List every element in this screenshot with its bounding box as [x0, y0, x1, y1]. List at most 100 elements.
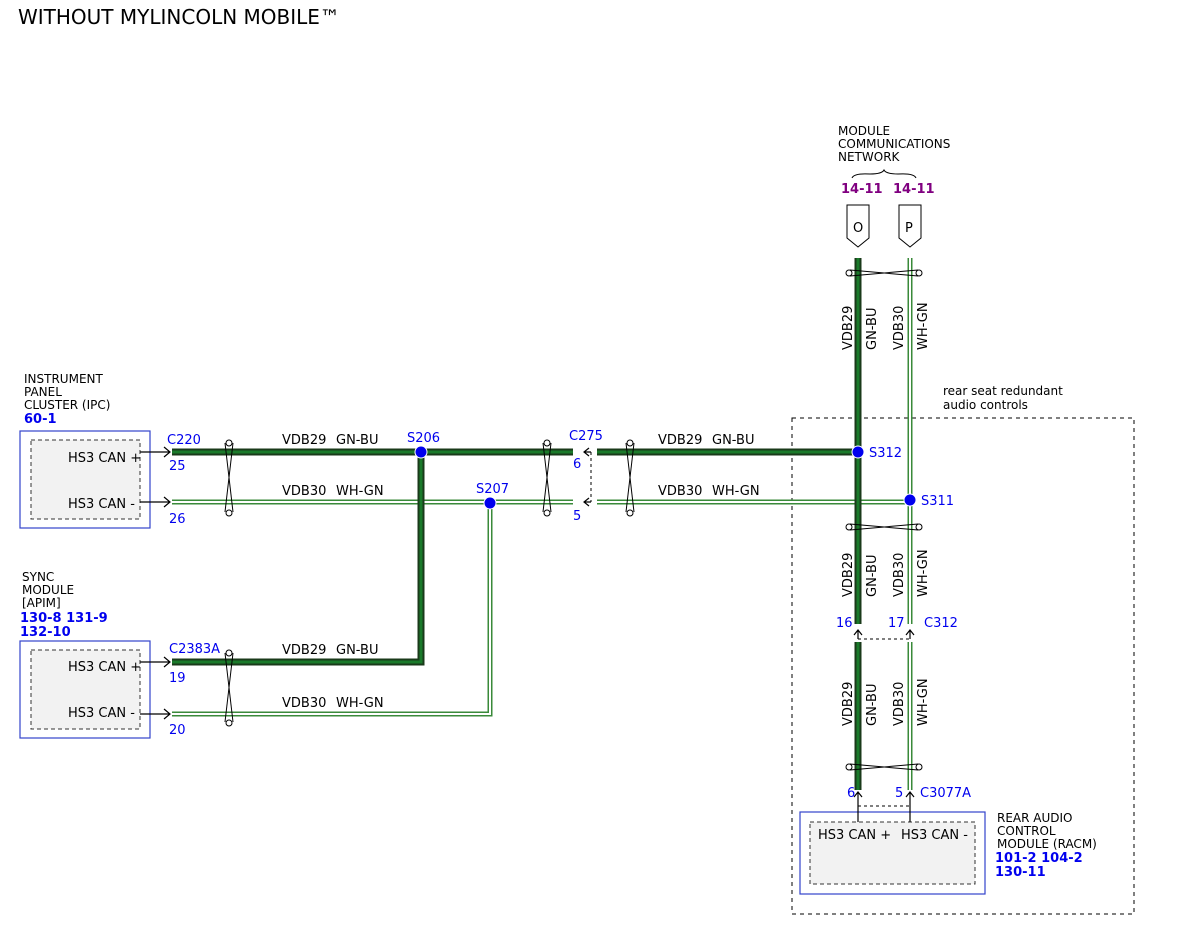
- wire-labels-horizontal: VDB29 GN-BU VDB30 WH-GN VDB29 GN-BU VDB3…: [282, 433, 760, 711]
- gn-bu-wires: [172, 258, 862, 790]
- sync-pin-minus: HS3 CAN -: [68, 706, 135, 721]
- sync-pin-num-minus: 20: [169, 723, 186, 738]
- ipc-pin-num-plus: 25: [169, 459, 186, 474]
- wire-label-circuit: VDB29: [282, 433, 326, 448]
- wire-label-circuit: VDB30: [892, 306, 907, 350]
- pin-arrow-icon: [140, 446, 171, 458]
- connector-c312[interactable]: 16 17 C312: [836, 616, 958, 640]
- twist-sync: [224, 649, 234, 727]
- network-label-2: COMMUNICATIONS: [838, 137, 950, 151]
- module-racm[interactable]: HS3 CAN + HS3 CAN - 6 5 C3077A REAR AUDI…: [799, 786, 1097, 895]
- pin-arrow-icon: [140, 708, 171, 720]
- wire-label-circuit: VDB29: [841, 306, 856, 350]
- ipc-inner-box: [30, 439, 141, 520]
- connector-arrow-icon: [905, 629, 915, 639]
- wire-vdb30-sync[interactable]: [172, 502, 493, 717]
- sync-connector-label: C2383A: [169, 642, 220, 657]
- pin-arrow-icon: [853, 791, 863, 822]
- wire-label-color: WH-GN: [916, 678, 931, 726]
- sync-ref-1[interactable]: 130-8 131-9: [20, 611, 108, 626]
- wire-label-circuit: VDB30: [658, 484, 702, 499]
- wire-label-circuit: VDB30: [282, 696, 326, 711]
- twist-vertical-mid: [845, 523, 923, 531]
- ipc-label-1: INSTRUMENT: [24, 372, 103, 386]
- twist-vertical-top: [845, 269, 923, 277]
- region-label-1: rear seat redundant: [943, 384, 1063, 398]
- wire-label-circuit: VDB30: [282, 484, 326, 499]
- ipc-label-3: CLUSTER (IPC): [24, 398, 110, 412]
- wire-label-color: WH-GN: [336, 484, 384, 499]
- connector-c312-label: C312: [924, 616, 958, 631]
- splice-s206[interactable]: [414, 445, 428, 459]
- splice-s207[interactable]: [483, 496, 497, 510]
- region-label-2: audio controls: [943, 398, 1028, 412]
- sync-label-1: SYNC: [22, 570, 54, 584]
- ipc-pin-plus: HS3 CAN +: [68, 451, 141, 466]
- wire-label-circuit: VDB29: [282, 643, 326, 658]
- network-ref-p[interactable]: 14-11: [893, 182, 935, 197]
- racm-connector-label: C3077A: [920, 786, 971, 801]
- splice-s207-label: S207: [476, 482, 509, 497]
- wire-label-color: GN-BU: [865, 308, 880, 350]
- wire-label-color: GN-BU: [865, 555, 880, 597]
- twist-ipc-1: [224, 439, 234, 517]
- connector-c312-pin-plus: 16: [836, 616, 853, 631]
- wire-labels-vertical: VDB29 GN-BU VDB30 WH-GN VDB29 GN-BU VDB3…: [841, 302, 931, 726]
- wire-label-color: WH-GN: [916, 549, 931, 597]
- ipc-label-2: PANEL: [24, 385, 62, 399]
- pin-arrow-icon: [140, 656, 171, 668]
- connector-p-shape: [898, 204, 922, 248]
- wire-label-color: WH-GN: [712, 484, 760, 499]
- splice-s312[interactable]: [851, 445, 865, 459]
- racm-pin-plus: HS3 CAN +: [818, 828, 891, 843]
- racm-pin-minus: HS3 CAN -: [901, 828, 968, 843]
- ipc-pin-minus: HS3 CAN -: [68, 497, 135, 512]
- splice-s312-label: S312: [869, 446, 902, 461]
- splice-s206-label: S206: [407, 431, 440, 446]
- connector-o-label: O: [853, 221, 863, 236]
- sync-inner-box: [30, 649, 141, 730]
- wire-label-color: GN-BU: [336, 643, 378, 658]
- network-ref-o[interactable]: 14-11: [841, 182, 883, 197]
- wire-label-color: WH-GN: [916, 302, 931, 350]
- racm-label-3: MODULE (RACM): [997, 837, 1097, 851]
- wire-label-circuit: VDB29: [841, 682, 856, 726]
- pin-arrow-icon: [140, 496, 171, 508]
- wire-label-circuit: VDB29: [841, 553, 856, 597]
- wire-label-circuit: VDB30: [892, 553, 907, 597]
- racm-label-2: CONTROL: [997, 824, 1056, 838]
- connector-arrow-icon: [853, 629, 863, 639]
- ipc-ref[interactable]: 60-1: [24, 412, 57, 427]
- wire-label-color: GN-BU: [712, 433, 754, 448]
- page-title: WITHOUT MYLINCOLN MOBILE™: [18, 5, 340, 29]
- racm-ref-1[interactable]: 101-2 104-2: [995, 851, 1083, 866]
- racm-label-1: REAR AUDIO: [997, 811, 1073, 825]
- wire-vdb29-sync[interactable]: [172, 452, 425, 666]
- ipc-pin-num-minus: 26: [169, 512, 186, 527]
- splice-s311[interactable]: [903, 493, 917, 507]
- connector-c312-pin-minus: 17: [888, 616, 905, 631]
- wire-label-color: GN-BU: [336, 433, 378, 448]
- pin-arrow-icon: [905, 791, 915, 822]
- sync-pin-plus: HS3 CAN +: [68, 660, 141, 675]
- connector-o-shape: [846, 204, 870, 248]
- sync-pin-num-plus: 19: [169, 671, 186, 686]
- connector-c275[interactable]: C275 6 5: [569, 429, 603, 524]
- rear-seat-region: [791, 417, 1135, 915]
- racm-ref-2[interactable]: 130-11: [995, 865, 1046, 880]
- wire-label-circuit: VDB29: [658, 433, 702, 448]
- module-ipc[interactable]: INSTRUMENT PANEL CLUSTER (IPC) 60-1 HS3 …: [19, 372, 201, 529]
- connector-arrow-icon: [583, 447, 591, 457]
- wire-label-circuit: VDB30: [892, 682, 907, 726]
- sync-ref-2[interactable]: 132-10: [20, 625, 71, 640]
- sync-label-2: MODULE: [22, 583, 74, 597]
- connector-c275-pin-plus: 6: [573, 457, 581, 472]
- racm-pin-num-plus: 6: [847, 786, 855, 801]
- twist-c275-right: [625, 439, 635, 517]
- network-brace: [851, 168, 917, 179]
- connector-c275-pin-minus: 5: [573, 509, 581, 524]
- twist-c275-left: [542, 439, 552, 517]
- splice-s311-label: S311: [921, 494, 954, 509]
- module-sync[interactable]: SYNC MODULE [APIM] 130-8 131-9 132-10 HS…: [19, 570, 220, 739]
- ipc-connector-label: C220: [167, 433, 201, 448]
